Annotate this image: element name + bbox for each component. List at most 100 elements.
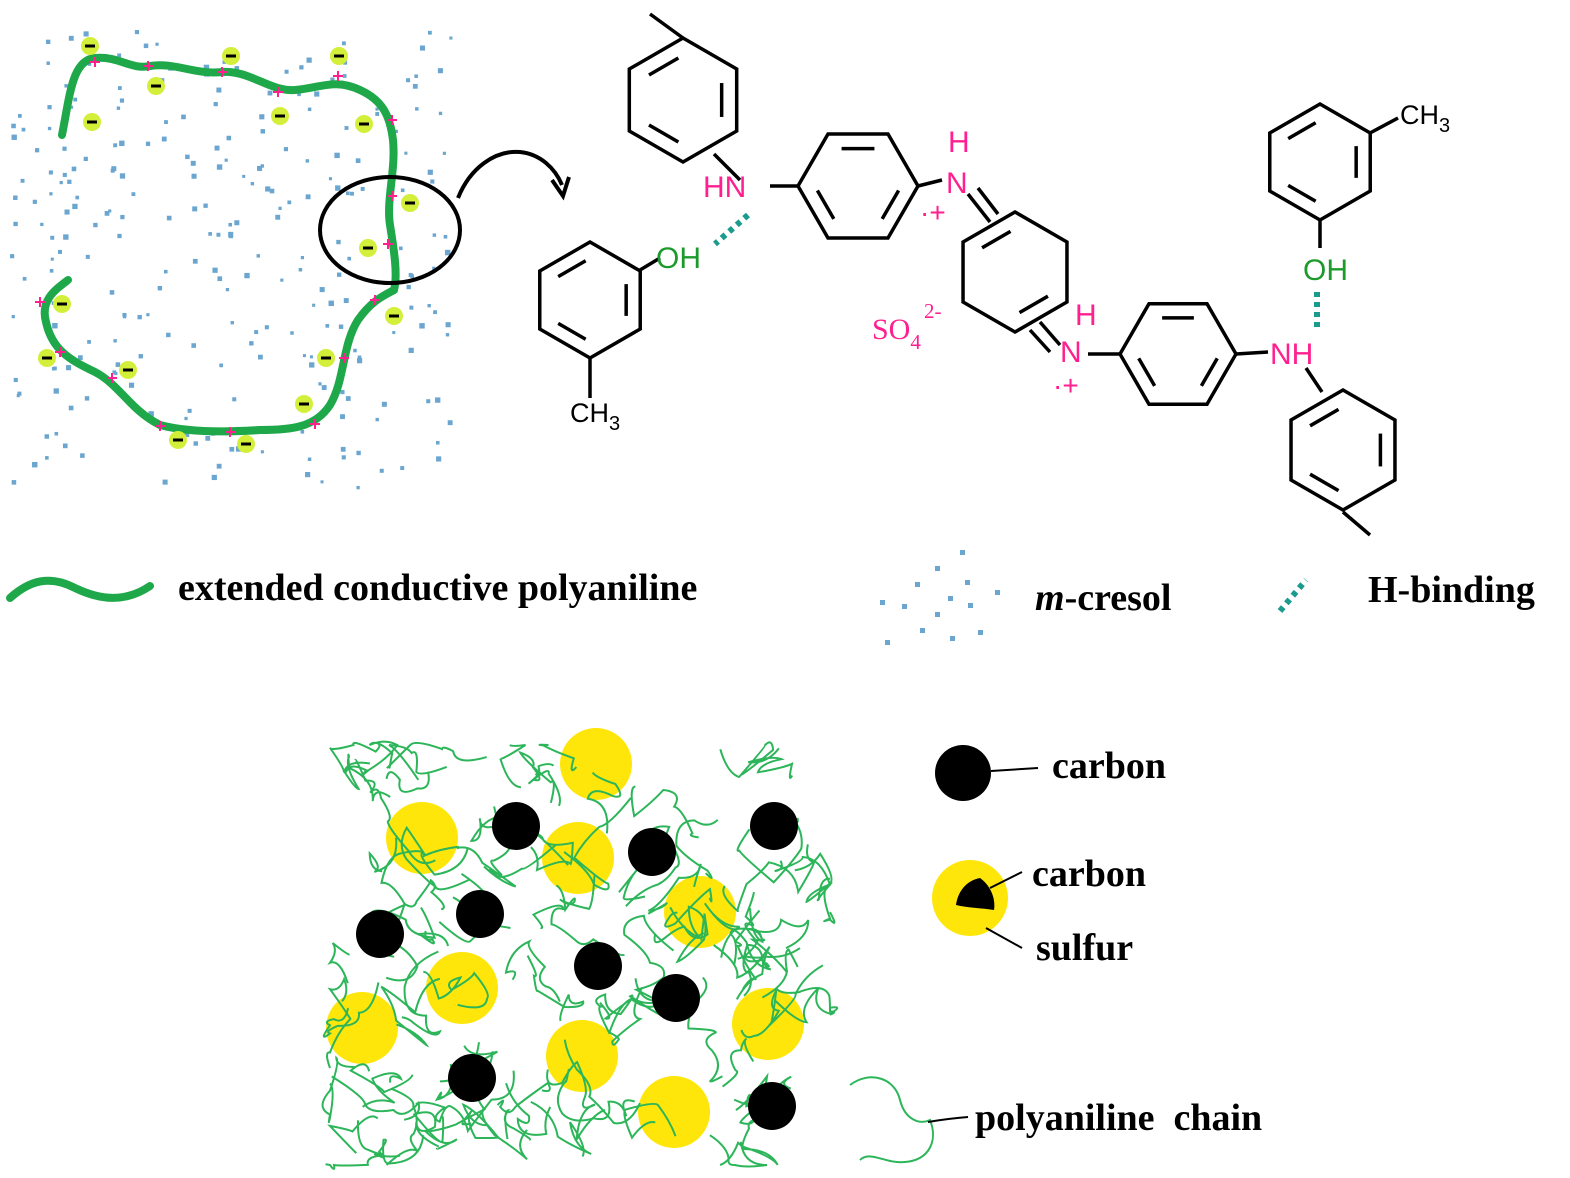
solvent-dot	[444, 249, 451, 256]
solvent-dot	[212, 267, 218, 273]
solvent-dot	[59, 180, 63, 185]
polyaniline-chain-segment	[555, 874, 596, 913]
solvent-dot	[298, 267, 303, 272]
solvent-dot	[185, 154, 190, 160]
hn-left-label: HN	[703, 171, 746, 204]
solvent-dot	[113, 339, 117, 343]
solvent-dot	[205, 435, 211, 441]
carbon-particle	[448, 1054, 496, 1102]
benzene-ring-center-right-double-bond	[1199, 357, 1219, 387]
quinoid-ring	[961, 209, 1069, 335]
solvent-dot	[77, 355, 83, 360]
sulfur-particle	[638, 1076, 710, 1148]
solvent-dot	[432, 266, 436, 270]
solvent-dot	[71, 166, 77, 172]
solvent-dot	[68, 405, 74, 411]
solvent-dot	[64, 84, 68, 88]
solvent-dot	[21, 127, 26, 132]
polyaniline-chain-segment	[761, 948, 799, 999]
polyaniline-chain-segment	[461, 1102, 500, 1140]
solvent-dot	[442, 151, 446, 155]
sulfur-particle	[426, 952, 498, 1024]
solvent-dot	[427, 303, 431, 308]
solvent-dot	[334, 152, 340, 159]
legend-cresol-swatch	[880, 550, 1000, 645]
solvent-dot	[115, 362, 121, 367]
magnifier-ring	[318, 175, 462, 285]
polyaniline-chain-segment	[499, 744, 527, 789]
chain-end-bond-bottom	[1341, 510, 1372, 537]
solvent-dot	[321, 385, 327, 390]
polyaniline-chain-segment	[415, 1070, 515, 1134]
solvent-dot	[87, 62, 92, 66]
solvent-dot	[119, 140, 125, 146]
solvent-dot	[84, 396, 90, 401]
solvent-dot	[350, 191, 354, 196]
polyaniline-chain-segment	[385, 771, 430, 793]
solvent-dot	[343, 60, 348, 65]
solvent-dot	[309, 362, 315, 368]
polyaniline-chain-segment	[327, 1115, 379, 1154]
charge-markers	[35, 37, 419, 453]
solvent-dot	[117, 86, 122, 90]
polyaniline-chain-segment	[719, 1118, 779, 1166]
polyaniline-chain-segment	[527, 763, 561, 807]
ch3-right-label: CH3	[1400, 100, 1450, 137]
polyaniline-chain-segment	[618, 866, 646, 901]
solvent-dot	[307, 107, 312, 112]
solvent-dot	[68, 35, 74, 41]
n-mid-charge: ·+	[1053, 370, 1079, 401]
solvent-dot	[257, 165, 263, 171]
sulfur-particle	[326, 992, 398, 1064]
solvent-dot	[45, 39, 51, 45]
solvent-dot	[157, 285, 163, 291]
solvent-dot	[203, 64, 210, 71]
solvent-dot	[260, 129, 266, 134]
solvent-dot	[146, 313, 150, 317]
solvent-dot	[427, 169, 433, 175]
solvent-dot	[419, 45, 426, 51]
solvent-dot	[34, 148, 40, 153]
solvent-dot	[415, 107, 419, 111]
solvent-dot	[399, 246, 403, 251]
n-top-h-label: H	[948, 126, 970, 159]
solvent-dot	[353, 348, 357, 353]
solvent-dot	[318, 382, 322, 386]
legend-core-carbon-label: carbon	[1032, 853, 1146, 895]
solvent-dot	[336, 239, 341, 245]
polyaniline-chain-segment	[325, 1153, 401, 1170]
sulfur-particle	[542, 822, 614, 894]
solvent-dot	[49, 269, 54, 273]
solvent-dot	[45, 456, 49, 460]
solvent-dot	[63, 234, 69, 240]
polyaniline-chain-segment	[744, 947, 801, 968]
benzene-ring-bottom-right	[1289, 387, 1397, 513]
solvent-dot	[340, 389, 345, 395]
n-h-bond-left	[712, 152, 742, 182]
solvent-dot	[336, 272, 342, 277]
polyaniline-chain-segment	[423, 970, 489, 1009]
solvent-dot	[32, 199, 37, 204]
solvent-dot	[20, 178, 25, 183]
solvent-dot	[375, 112, 380, 116]
solvent-dot	[410, 274, 414, 278]
carbon-particle	[748, 1082, 796, 1130]
solvent-dot	[381, 401, 387, 407]
solvent-dot	[17, 391, 22, 396]
polyaniline-chain-segment	[794, 851, 834, 904]
solvent-dot	[443, 235, 448, 239]
solvent-dot	[191, 173, 197, 179]
solvent-dot	[355, 158, 361, 164]
solvent-dot	[73, 97, 78, 102]
polyaniline-chain-segment	[538, 743, 578, 772]
solvent-dot	[11, 134, 17, 140]
solvent-dot	[163, 269, 168, 274]
double-bond-n-mid-b	[1028, 328, 1052, 354]
solvent-dot	[978, 630, 983, 635]
solvent-dot	[46, 61, 50, 65]
solvent-dot	[108, 209, 112, 213]
solvent-dot	[70, 105, 74, 109]
polyaniline-chain-segment	[740, 964, 824, 1039]
polyaniline-chain-segment	[623, 1102, 677, 1140]
legend-carbon-core	[956, 878, 995, 910]
